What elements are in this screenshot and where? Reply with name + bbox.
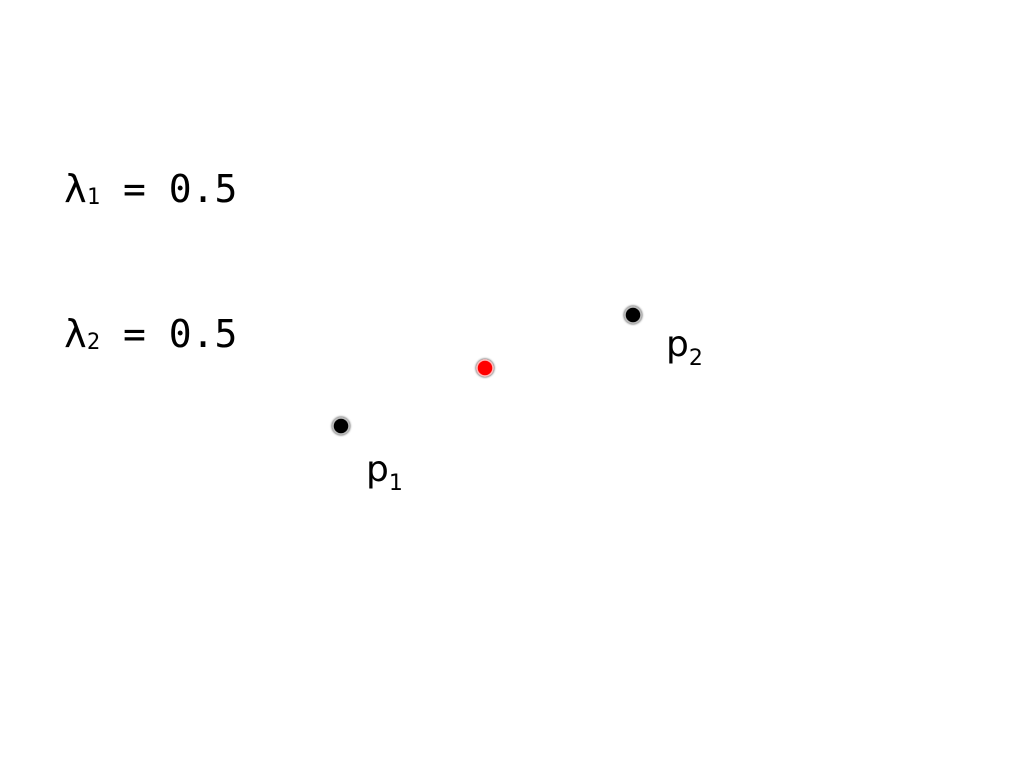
lambda2-subscript: 2 — [86, 330, 101, 355]
lambda2-row: λ2 = 0.5 — [64, 311, 237, 364]
combination-point-marker[interactable] — [476, 359, 494, 377]
point-p1-label-base: p — [366, 449, 389, 490]
lambda1-subscript: 1 — [86, 185, 101, 210]
point-p1-label: p1 — [366, 449, 403, 497]
lambda1-row: λ1 = 0.5 — [64, 166, 237, 219]
lambda1-value: 0.5 — [168, 167, 238, 211]
point-p2-label-subscript: 2 — [688, 346, 703, 371]
point-p2-label: p2 — [666, 324, 703, 372]
point-p2-label-base: p — [666, 324, 689, 365]
lambda1-equals: = — [100, 167, 169, 211]
lambda2-value: 0.5 — [168, 312, 238, 356]
lambda1-symbol: λ — [64, 167, 87, 211]
point-p1-label-subscript: 1 — [388, 471, 403, 496]
lambda2-equals: = — [100, 312, 169, 356]
lambda2-symbol: λ — [64, 312, 87, 356]
lambda-readout: λ1 = 0.5 λ2 = 0.5 — [64, 74, 237, 410]
point-p1-marker[interactable] — [332, 417, 350, 435]
point-p2-marker[interactable] — [624, 306, 642, 324]
